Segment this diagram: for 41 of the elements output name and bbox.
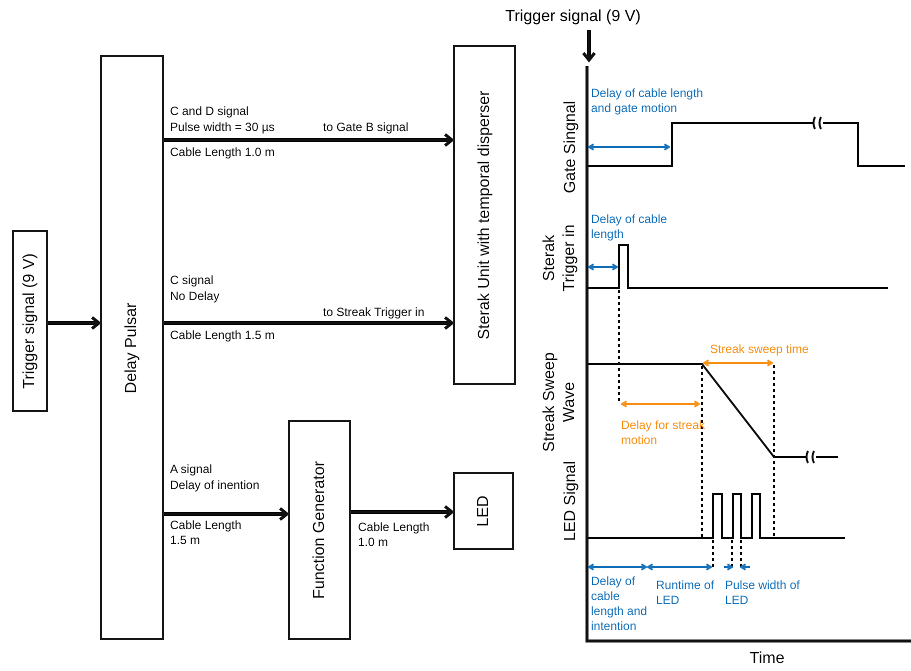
device-name: Trigger signal (9 V) [21, 253, 39, 389]
device-name: Delay Pulsar [123, 302, 141, 393]
annotation: Delay of cable length and gate motion [591, 86, 704, 116]
axis-label: LED Signal [561, 460, 580, 544]
annotation: Streak sweep time [710, 342, 810, 357]
device-box [12, 230, 48, 412]
arrow [164, 132, 454, 148]
annotation: Delay for streak motion [621, 418, 706, 448]
signal-label: to Gate B signal [323, 120, 410, 135]
annotation: Pulse width of LED [725, 578, 801, 608]
arrow [164, 506, 289, 522]
axis-label: Streak Sweep Wave [540, 351, 579, 454]
trigger-label: Trigger signal (9 V) [505, 6, 641, 28]
signal-label: Cable Length 1.0 m [170, 145, 276, 160]
signal-label: Delay of inention [170, 478, 260, 493]
axis-label: Time [748, 649, 786, 669]
arrow [582, 30, 596, 62]
signal-label: Pulse width = 30 µs [170, 120, 276, 135]
signal-label: C signal [170, 273, 214, 288]
annotation: Delay of cable length [591, 212, 668, 242]
arrow [48, 316, 101, 330]
annotation: Delay of cable length and intention [591, 574, 648, 634]
annotation: Runtime of LED [656, 578, 716, 608]
device-box [288, 420, 351, 640]
axis-label: Sterak Trigger in [540, 224, 579, 294]
arrow [164, 316, 454, 330]
signal-label: Cable Length 1.5 m [170, 518, 242, 548]
signal-label: A signal [170, 462, 214, 477]
device-box [453, 472, 514, 550]
device-box [100, 55, 164, 640]
signal-label: Cable Length 1.0 m [358, 520, 430, 550]
signal-label: Cable Length 1.5 m [170, 328, 276, 343]
device-name: Sterak Unit with temporal disperser [476, 90, 494, 340]
signal-label: No Delay [170, 289, 220, 304]
device-name: Function Generator [310, 461, 328, 599]
signal-label: C and D signal [170, 104, 250, 119]
axis-label: Gate Singnal [561, 100, 580, 196]
device-name: LED [474, 495, 492, 527]
device-box [453, 45, 516, 385]
signal-label: to Streak Trigger in [323, 305, 426, 320]
arrow [351, 504, 454, 520]
